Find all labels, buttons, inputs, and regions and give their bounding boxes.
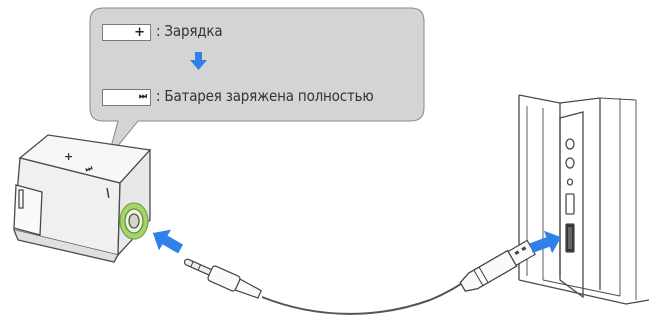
key-skip-box: ⏭ [102,89,151,106]
key-plus-box: + [102,24,151,41]
audio-jack [183,258,262,299]
usb-cable [183,239,537,315]
speaker-device: + ⏭ — [13,134,152,263]
plus-icon: + [134,25,145,40]
arrow-down-icon [190,52,207,70]
speaker-unit [518,94,649,305]
charging-label: : Зарядка [156,22,223,40]
usb-plug [459,239,537,292]
skip-forward-icon: ⏭ [138,92,147,102]
plus-icon: + [64,150,73,163]
callout-bubble [89,7,425,159]
fully-charged-label: : Батарея заряжена полностью [156,87,374,105]
skip-forward-icon: ⏭ [84,163,94,174]
arrow-to-usb-port [529,230,562,254]
minus-icon: — [101,186,116,199]
arrow-to-device [152,229,184,254]
